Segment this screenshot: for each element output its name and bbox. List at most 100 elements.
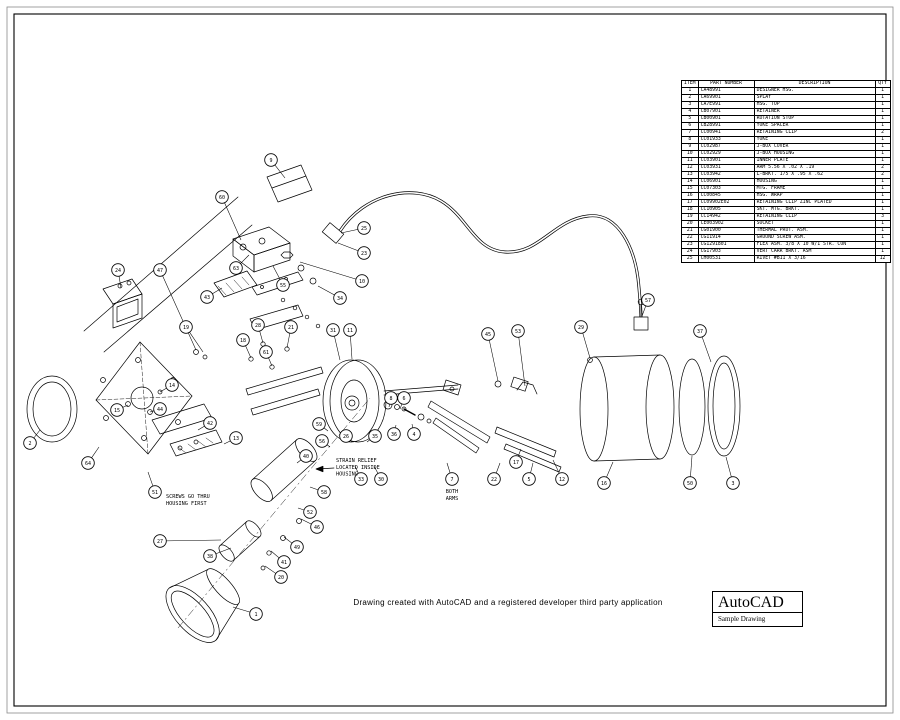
callout-balloon bbox=[153, 534, 167, 548]
callout-number: 50 bbox=[687, 481, 693, 487]
callout-balloon bbox=[487, 472, 501, 486]
parts-table-cell: DESIGNER HSG. bbox=[753, 87, 876, 95]
callout-number: 46 bbox=[314, 525, 320, 531]
parts-table-header: PART NUMBER bbox=[697, 80, 755, 88]
assembly-centerline bbox=[177, 397, 371, 629]
callout-leader bbox=[264, 565, 276, 574]
autocad-logo-text: AutoCAD bbox=[713, 592, 802, 613]
socket-cylinder bbox=[218, 520, 262, 562]
callout-number: 29 bbox=[578, 325, 584, 331]
callout-number: 59 bbox=[316, 422, 322, 428]
parts-table-cell: CG11914 bbox=[697, 234, 755, 242]
l-brackets bbox=[427, 376, 562, 473]
parts-table-cell: YOKE bbox=[753, 136, 876, 144]
title-block-subtitle: Sample Drawing bbox=[718, 615, 766, 623]
flex-conduit bbox=[321, 191, 649, 331]
parts-table-cell: CA7E991 bbox=[697, 101, 755, 109]
parts-table-cell: 15 bbox=[681, 185, 699, 193]
callout-leader bbox=[337, 242, 359, 251]
parts-table-cell: SKT. MTG. BRKT. bbox=[753, 206, 876, 214]
callout-number: 35 bbox=[372, 434, 378, 440]
fastener-chain bbox=[383, 379, 462, 424]
parts-table-cell: 1 bbox=[874, 220, 891, 228]
parts-table-cell: HOUSING bbox=[753, 178, 876, 186]
callout-balloon bbox=[726, 476, 740, 490]
both-arms-note: BOTH bbox=[446, 489, 459, 495]
callout-leader bbox=[530, 462, 534, 473]
callout-balloon bbox=[511, 324, 525, 338]
parts-table-cell: 1 bbox=[874, 178, 891, 186]
callout-number: 33 bbox=[358, 477, 364, 483]
callout-number: 19 bbox=[183, 325, 189, 331]
callout-leader bbox=[725, 456, 732, 477]
callout-balloon bbox=[200, 290, 214, 304]
parts-table-cell: 12 bbox=[681, 164, 699, 172]
parts-table-cell: 23 bbox=[681, 241, 699, 249]
callout-balloon bbox=[397, 391, 411, 405]
callout-leader bbox=[270, 550, 280, 559]
callout-number: 36 bbox=[391, 432, 397, 438]
parts-table-cell: CC07303 bbox=[697, 185, 755, 193]
parts-table-cell: MTG. FRAME bbox=[753, 185, 876, 193]
screws-note: SCREWS GO THRU bbox=[166, 494, 210, 500]
callout-leader bbox=[149, 410, 155, 413]
callout-balloon bbox=[339, 429, 353, 443]
callout-leader bbox=[33, 429, 41, 439]
j-box-assembly bbox=[213, 164, 321, 329]
parts-table-cell: 22 bbox=[681, 234, 699, 242]
parts-table-cell: CB28991 bbox=[697, 122, 755, 130]
parts-table-cell: 1 bbox=[874, 115, 891, 123]
callout-balloon bbox=[481, 327, 495, 341]
callout-balloon bbox=[387, 427, 401, 441]
splay-ring bbox=[26, 375, 78, 443]
parts-table-cell: CC03942 bbox=[697, 171, 755, 179]
parts-table-cell: CC10905 bbox=[697, 206, 755, 214]
parts-table-cell: CC06901 bbox=[697, 178, 755, 186]
parts-table-cell: 13 bbox=[681, 171, 699, 179]
callout-leaders bbox=[33, 164, 732, 613]
callout-leader bbox=[446, 462, 451, 474]
callout-number: 53 bbox=[515, 329, 521, 335]
callout-number: 24 bbox=[115, 268, 121, 274]
callout-leader bbox=[224, 202, 242, 241]
callout-balloon bbox=[315, 434, 329, 448]
parts-table-cell: GROUND SCREW ASM. bbox=[753, 234, 876, 242]
parts-table-cell: YOKE SPACER bbox=[753, 122, 876, 130]
callout-leader bbox=[373, 465, 379, 474]
parts-table-cell: SPLAY bbox=[753, 94, 876, 102]
callout-balloon bbox=[357, 246, 371, 260]
parts-table-cell: 20 bbox=[681, 220, 699, 228]
mid-brackets bbox=[151, 403, 223, 457]
callout-number: 52 bbox=[307, 510, 313, 516]
callout-balloon bbox=[203, 416, 217, 430]
strain-relief-note: HOUSING bbox=[336, 472, 358, 478]
callout-balloon bbox=[264, 153, 278, 167]
parts-table-header: DESCRIPTION bbox=[753, 80, 876, 88]
main-housing-cylinder bbox=[579, 354, 675, 462]
parts-table-cell: CC09902E02 bbox=[697, 199, 755, 207]
callout-number: 10 bbox=[359, 279, 365, 285]
callout-balloon bbox=[509, 455, 523, 469]
callout-leader bbox=[395, 424, 397, 428]
callout-number: 60 bbox=[219, 195, 225, 201]
callout-balloon bbox=[597, 476, 611, 490]
parts-table-cell: CC14942 bbox=[697, 213, 755, 221]
parts-table-cell: 6 bbox=[681, 122, 699, 130]
housing-rings bbox=[678, 355, 741, 457]
callout-leader bbox=[495, 462, 501, 474]
callout-leader bbox=[354, 465, 359, 474]
callout-number: 13 bbox=[233, 436, 239, 442]
parts-table-cell: RETAINING CLIP bbox=[753, 129, 876, 137]
callout-number: 7 bbox=[450, 477, 453, 483]
parts-table-cell: 1 bbox=[874, 157, 891, 165]
parts-table-cell: 1 bbox=[874, 150, 891, 158]
callout-number: 43 bbox=[204, 295, 210, 301]
callout-balloon bbox=[153, 263, 167, 277]
